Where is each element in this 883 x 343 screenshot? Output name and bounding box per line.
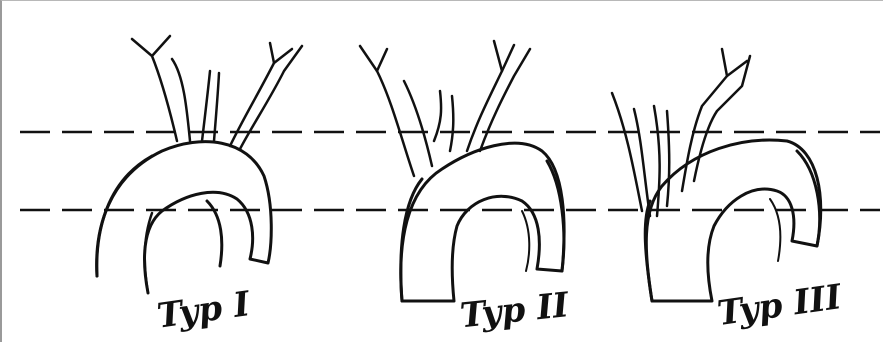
arch-type-2 [360, 41, 564, 301]
label-typ-1: Typ I [155, 284, 254, 337]
label-typ-2: Typ II [458, 285, 571, 336]
label-typ-3: Typ III [715, 277, 845, 334]
arch-type-3 [612, 49, 821, 301]
arch-type-1 [97, 36, 302, 293]
